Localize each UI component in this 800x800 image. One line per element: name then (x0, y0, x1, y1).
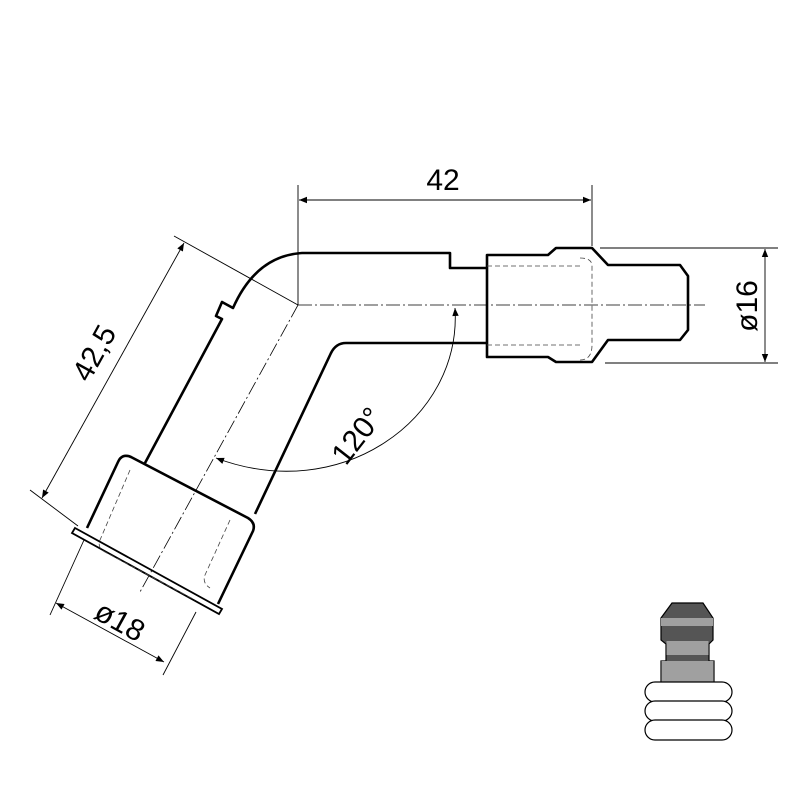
spark-plug-cap-icon (644, 602, 733, 741)
extension-line (49, 539, 85, 616)
dimension-line-18 (55, 602, 165, 663)
dimension-label-42: 42 (426, 164, 459, 197)
angle-arc-120 (215, 307, 459, 472)
dimension-line-42-5 (41, 242, 185, 499)
boot-hidden-lines (98, 469, 231, 601)
angled-centerline (139, 304, 299, 593)
body-outer-contour (143, 251, 487, 464)
extension-line (29, 489, 79, 527)
extension-line (173, 235, 299, 306)
boot-outline (85, 454, 256, 605)
connector-outline (485, 246, 690, 364)
angle-label-120: 120° (325, 402, 389, 471)
dimension-label-42-5: 42,5 (66, 320, 123, 387)
connector-hidden-lines (487, 257, 593, 361)
dimension-label-16: ø16 (731, 280, 764, 332)
boot-flange (70, 526, 224, 616)
extension-line (162, 611, 197, 676)
dimension-label-18: ø18 (89, 595, 150, 649)
